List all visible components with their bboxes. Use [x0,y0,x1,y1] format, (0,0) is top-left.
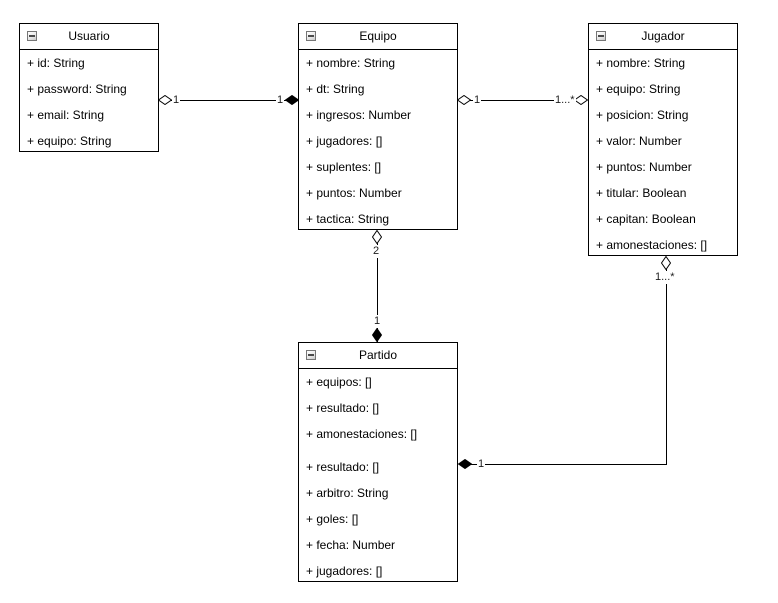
attribute-row: + password: String [27,82,127,96]
attribute-list: + equipos: [] + resultado: [] + amonestaci… [299,369,457,584]
attribute-row: + suplentes: [] [306,160,382,174]
multiplicity-label: 1 [373,315,382,328]
collapse-minus-icon[interactable] [306,31,316,41]
attribute-row: + titular: Boolean [596,186,687,200]
attribute-row: + puntos: Number [306,186,402,200]
attribute-row: + email: String [27,108,105,122]
attribute-list: + id: String + password: String + email: S… [20,50,158,154]
class-title: Equipo [359,29,397,43]
multiplicity-label: 1 [172,94,181,107]
attribute-row: + puntos: Number [596,160,692,174]
class-title: Jugador [641,29,685,43]
class-equipo[interactable]: Equipo + nombre: String + dt: String + ing… [298,23,458,230]
attribute-row: + goles: [] [306,512,359,526]
class-usuario[interactable]: Usuario + id: String+ password: String+ … [19,23,159,152]
minus-glyph [29,35,35,37]
attribute-row: + equipos: [] [306,375,372,389]
composition-diamond-icon [457,458,473,470]
collapse-minus-icon[interactable] [306,350,316,360]
attribute-row: + capitan: Boolean [596,212,696,226]
attribute-row: + posicion: String [596,108,689,122]
minus-glyph [308,354,314,356]
composition-diamond-icon [371,327,383,343]
aggregation-diamond-icon [371,229,383,245]
aggregation-diamond-icon [660,255,672,271]
attribute-row: + jugadores: [] [306,134,383,148]
attribute-row: + equipo: String [27,134,112,148]
attribute-row: + nombre: String [596,56,686,70]
attribute-row: + amonestaciones: [] [596,238,708,252]
multiplicity-label: 1 [477,458,486,471]
attribute-row: + dt: String [306,82,365,96]
attribute-row: + arbitro: String [306,486,389,500]
class-equipo-header: Equipo [299,24,457,50]
multiplicity-label: 2 [372,245,381,258]
attribute-row: + tactica: String [306,212,390,226]
class-jugador[interactable]: Jugador + nombre: String + equipo: String… [588,23,738,256]
aggregation-diamond-icon [157,94,173,106]
relation-line-jugador-partido-vertical[interactable] [666,269,667,465]
relation-line-equipo-partido[interactable] [377,243,378,342]
composition-diamond-icon [284,94,300,106]
attribute-row: + valor: Number [596,134,682,148]
class-partido-header: Partido [299,343,457,369]
class-partido[interactable]: Partido + equipos: [] + resultado: [] + am… [298,342,458,582]
aggregation-diamond-icon [456,94,472,106]
attribute-list: + nombre: String + dt: String + ingresos: … [299,50,457,232]
aggregation-diamond-icon [573,94,589,106]
attribute-row: + resultado: [] [306,401,380,415]
attribute-row: + ingresos: Number [306,108,412,122]
attribute-row: + fecha: Number [306,538,396,552]
relation-line-equipo-jugador[interactable] [470,100,576,101]
collapse-minus-icon[interactable] [27,31,37,41]
attribute-row: + id: String [27,56,85,70]
collapse-minus-icon[interactable] [596,31,606,41]
multiplicity-label: 1 [473,94,482,107]
attribute-row: + resultado: [] [306,460,380,474]
minus-glyph [308,35,314,37]
multiplicity-label: 1...* [554,94,576,107]
attribute-row: + nombre: String [306,56,396,70]
minus-glyph [598,35,604,37]
relation-line-usuario-equipo[interactable] [170,100,298,101]
class-title: Usuario [68,29,110,43]
relation-line-jugador-partido-horizontal[interactable] [471,464,667,465]
attribute-row: + equipo: String [596,82,681,96]
multiplicity-label: 1...* [654,271,676,284]
attribute-row: + amonestaciones: [] [306,427,418,441]
class-title: Partido [358,348,398,362]
class-jugador-header: Jugador [589,24,737,50]
attribute-row: + jugadores: [] [306,564,383,578]
class-usuario-header: Usuario [20,24,158,50]
multiplicity-label: 1 [276,94,285,107]
attribute-list: + nombre: String + equipo: String + posici… [589,50,737,258]
